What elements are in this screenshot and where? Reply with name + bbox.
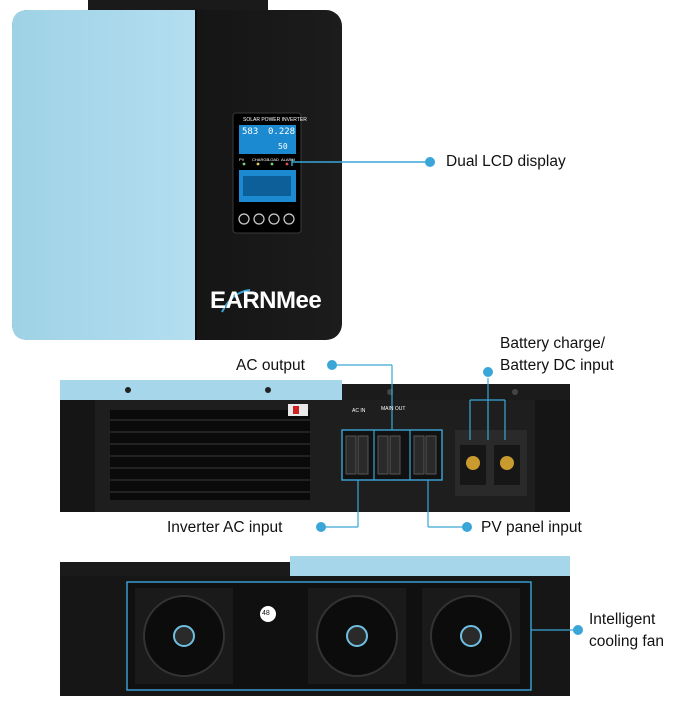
callout-fan-line2: cooling fan: [589, 633, 664, 650]
lcd-top-left-value: 583: [242, 127, 259, 137]
fan-callout-dot: [573, 625, 583, 635]
callout-fan-line1: Intelligent: [589, 611, 656, 628]
ac-output-callout-dot: [327, 360, 337, 370]
lcd-header: SOLAR POWER INVERTER: [243, 117, 307, 123]
lcd-callout-dot: [425, 157, 435, 167]
inverter-terminal-image: [60, 364, 570, 528]
ac-in-label: AC IN: [352, 408, 366, 414]
callout-battery-line1: Battery charge/: [500, 335, 606, 352]
brand-logo: EARNMee: [210, 287, 322, 314]
callout-lcd: Dual LCD display: [446, 153, 566, 170]
indicator-load: LOAD: [268, 157, 279, 162]
indicator-alarm: ALARM: [281, 157, 295, 162]
indicator-charge: CHARGE: [252, 157, 270, 162]
indicator-pv: PV: [239, 157, 245, 162]
inverter-fan-image: [60, 556, 575, 696]
inverter-front-image: [12, 0, 430, 340]
pv-callout-dot: [462, 522, 472, 532]
callout-inverter-ac-input: Inverter AC input: [167, 519, 283, 536]
battery-callout-dot: [483, 367, 493, 377]
lcd-top-right-value: 0.228: [268, 127, 296, 137]
callout-ac-output: AC output: [236, 357, 305, 374]
callout-battery-line2: Battery DC input: [500, 357, 614, 374]
main-out-label: MAIN OUT: [381, 406, 406, 412]
inverter-ac-callout-dot: [316, 522, 326, 532]
lcd-bottom-right-value: 50: [278, 142, 288, 151]
callout-pv-panel-input: PV panel input: [481, 519, 582, 536]
fan-label-badge: 48: [262, 610, 270, 617]
